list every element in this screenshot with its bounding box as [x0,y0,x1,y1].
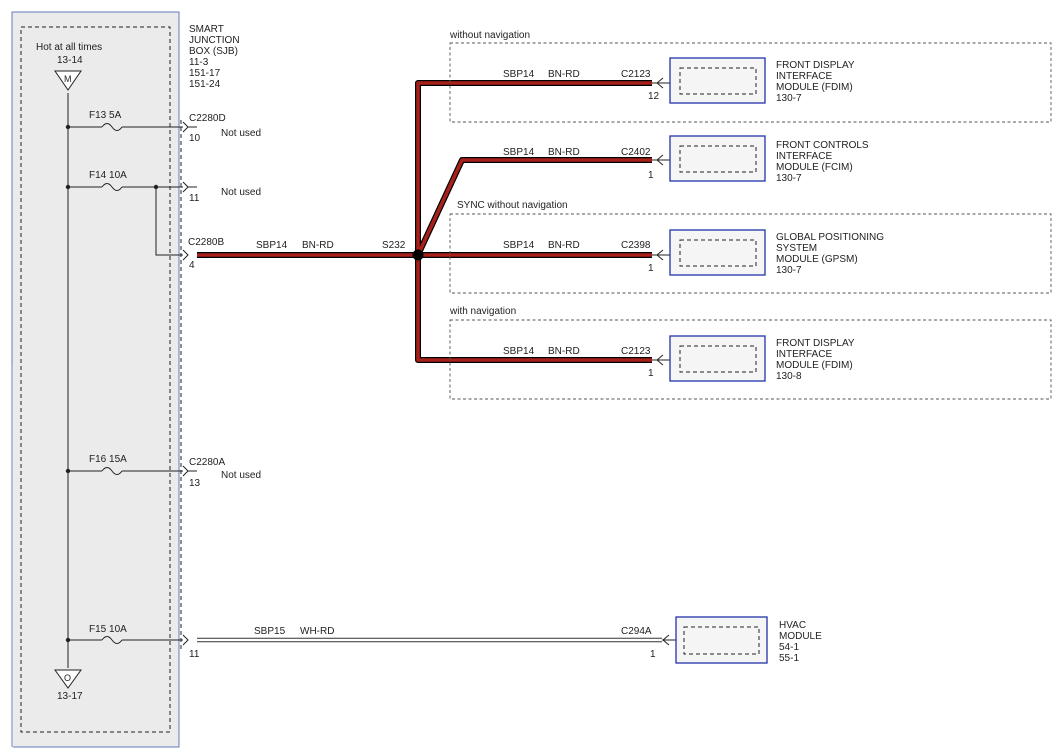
module-fcim: SBP14 BN-RD C2402 1 FRONT CONTROLS INTER… [503,135,869,184]
sjb-title-line: JUNCTION [189,35,240,46]
group-label: SYNC without navigation [457,200,568,211]
fuse-label: F13 5A [89,110,122,121]
module-ref-label: 130-7 [776,93,802,104]
module-name-line: FRONT CONTROLS [776,140,869,151]
pin-label: 12 [648,91,660,102]
connector-label: C2123 [621,346,651,357]
pin-label: 13 [189,478,201,489]
circuit-label: SBP14 [503,69,535,80]
circuit-label: SBP14 [256,240,288,251]
pin-label: 11 [189,193,200,204]
pin-label: 10 [189,133,201,144]
connector-c2280b-label: C2280B [188,237,224,248]
circuit-label: SBP14 [503,240,535,251]
fuse-f13: F13 5A [65,110,197,133]
fuse-label: F16 15A [89,454,127,465]
circuit-label: SBP14 [503,346,535,357]
not-used-label: Not used [221,128,261,139]
sjb-title-line: BOX (SJB) [189,46,238,57]
fuse-label: F14 10A [89,170,127,181]
wire-color-label: BN-RD [302,240,334,251]
module-fdim-nav: SBP14 BN-RD C2123 1 FRONT DISPLAY INTERF… [503,335,855,382]
module-name-line: MODULE (GPSM) [776,254,858,265]
pin-label: 4 [189,260,195,271]
module-name-line: FRONT DISPLAY [776,338,855,349]
module-gpsm: SBP14 BN-RD C2398 1 GLOBAL POSITIONING S… [503,229,884,276]
pin-label: 1 [648,170,654,181]
module-name-line: SYSTEM [776,243,817,254]
sjb-title-line: SMART [189,24,224,35]
connector-label: C2123 [621,69,651,80]
module-ref-label: 55-1 [779,653,799,664]
wire-color-label: BN-RD [548,69,580,80]
group-with-navigation [449,319,1052,400]
circuit-label: SBP14 [503,147,535,158]
fuse-f16: F16 15A [65,454,197,477]
bottom-ref-label: 13-17 [57,691,83,702]
sjb-title-line: 151-17 [189,68,221,79]
terminal-m-label: M [64,74,72,84]
module-name-line: MODULE (FCIM) [776,162,853,173]
top-power-terminal: Hot at all times 13-14 M [36,42,102,91]
fuse-label: F15 10A [89,624,127,635]
pin-label: 1 [650,649,656,660]
terminal-o-label: O [64,673,71,683]
group-without-navigation [449,42,1052,123]
wire-color-label: WH-RD [300,626,334,637]
group-sync [449,213,1052,294]
pin-label: 1 [648,263,654,274]
circuit-label: SBP15 [254,626,286,637]
smart-junction-box [7,11,180,750]
module-ref-label: 54-1 [779,642,799,653]
group-label: with navigation [449,306,516,317]
connector-c2280d-label: C2280D [189,113,226,124]
module-name-line: MODULE (FDIM) [776,82,853,93]
module-ref-label: 130-8 [776,371,802,382]
module-name-line: FRONT DISPLAY [776,60,855,71]
pin-label: 1 [648,368,654,379]
module-name-line: GLOBAL POSITIONING [776,232,884,243]
connector-label: C294A [621,626,652,637]
module-ref-label: 130-7 [776,265,802,276]
connector-label: C2402 [621,147,651,158]
module-name-line: INTERFACE [776,349,832,360]
pin-label: 11 [189,649,200,660]
module-ref-label: 130-7 [776,173,802,184]
module-fdim: SBP14 BN-RD C2123 12 FRONT DISPLAY INTER… [503,57,855,104]
module-name-line: INTERFACE [776,71,832,82]
wire-color-label: BN-RD [548,147,580,158]
not-used-label: Not used [221,470,261,481]
fuse-f15: F15 10A [65,624,189,646]
module-name-line: MODULE (FDIM) [776,360,853,371]
wire-color-label: BN-RD [548,346,580,357]
red-harness [197,80,652,363]
module-hvac: C294A 1 HVAC MODULE 54-1 55-1 [621,616,822,664]
top-ref-label: 13-14 [57,55,83,66]
not-used-label: Not used [221,187,261,198]
connector-label: C2398 [621,240,651,251]
hot-at-all-times-label: Hot at all times [36,42,102,53]
sjb-title: SMART JUNCTION BOX (SJB) 11-3 151-17 151… [189,24,240,90]
connector-c2280a-label: C2280A [189,457,225,468]
module-name-line: HVAC [779,620,806,631]
group-label: without navigation [449,30,530,41]
bottom-power-terminal: O 13-17 [54,669,83,702]
module-name-line: MODULE [779,631,822,642]
fuse-f14: F14 10A [65,170,197,261]
wire-color-label: BN-RD [548,240,580,251]
sjb-title-line: 151-24 [189,79,221,90]
splice-s232-label: S232 [382,240,406,251]
module-name-line: INTERFACE [776,151,832,162]
sjb-title-line: 11-3 [189,57,209,68]
